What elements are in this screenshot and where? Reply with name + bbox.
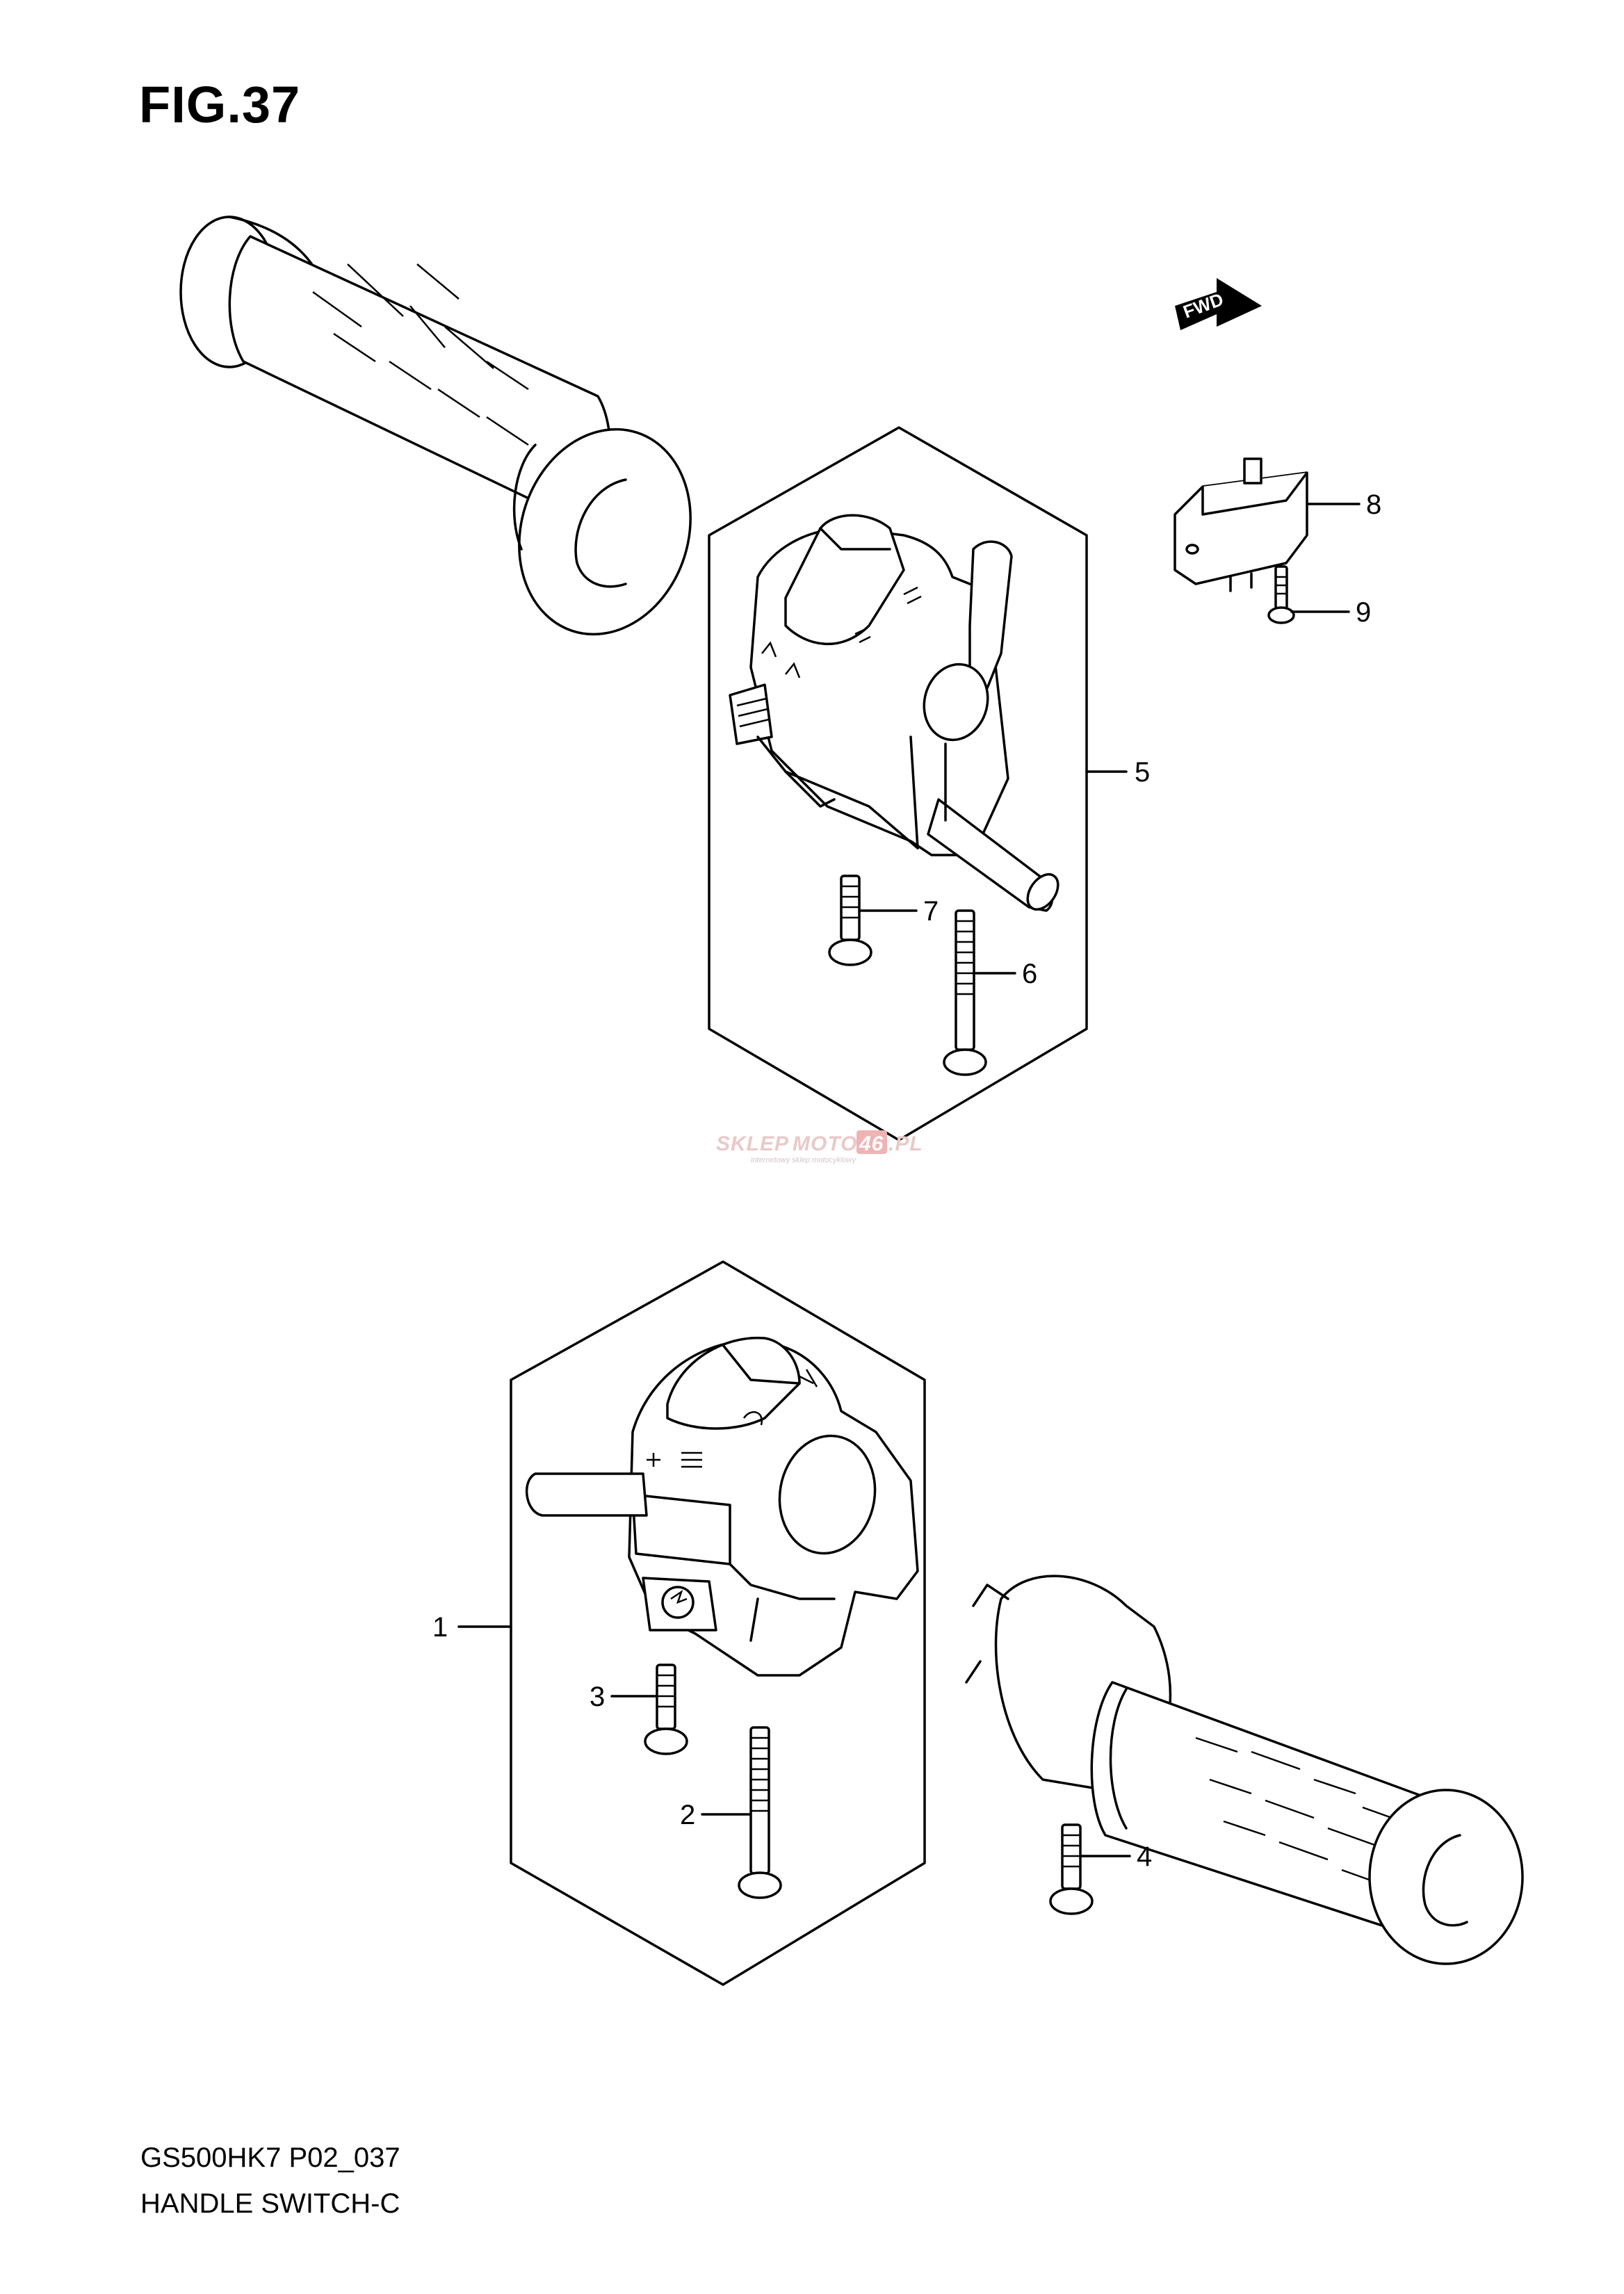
watermark-brand-prefix: SKLEP <box>716 1132 789 1155</box>
left-handle-switch[interactable] <box>525 1336 919 1677</box>
figure-title: FIG.37 <box>139 76 301 133</box>
left-handle-grip[interactable] <box>179 215 716 657</box>
callout-5: 5 <box>1135 757 1150 788</box>
watermark-brand-suffix: .PL <box>888 1132 923 1155</box>
screw-part-4[interactable] <box>1049 1823 1094 1915</box>
callout-2: 2 <box>680 1800 695 1830</box>
screw-part-7[interactable] <box>828 875 872 966</box>
screw-part-9[interactable] <box>1267 565 1295 624</box>
screw-part-2[interactable] <box>738 1726 782 1899</box>
callout-4: 4 <box>1137 1841 1152 1872</box>
callout-8: 8 <box>1366 489 1381 520</box>
shop-watermark: SKLEP MOTO 46 .PL internetowy sklep moto… <box>716 1130 923 1164</box>
callout-6: 6 <box>1022 959 1037 989</box>
callout-7: 7 <box>923 896 939 927</box>
screw-part-3[interactable] <box>644 1663 688 1755</box>
callout-3: 3 <box>590 1682 605 1712</box>
watermark-tagline: internetowy sklep motocyklowy <box>751 1156 857 1164</box>
right-handle-switch-group-frame <box>708 426 1088 1141</box>
screw-part-6[interactable] <box>943 909 987 1076</box>
callout-1: 1 <box>432 1612 448 1643</box>
figure-model-code: GS500HK7 P02_037 <box>140 2142 400 2173</box>
brake-light-switch-part-8[interactable] <box>1174 457 1308 592</box>
watermark-brand-mid: MOTO <box>793 1132 857 1155</box>
right-handle-switch[interactable] <box>729 514 1064 915</box>
right-throttle-grip[interactable] <box>965 1575 1524 1965</box>
figure-section-name: HANDLE SWITCH-C <box>140 2188 400 2219</box>
leader-lines <box>457 503 1361 1857</box>
left-handle-switch-group-frame <box>510 1260 926 1986</box>
watermark-brand-number: 46 <box>859 1132 884 1155</box>
callout-9: 9 <box>1356 597 1371 628</box>
callout-labels: 5 7 6 8 9 1 3 2 4 <box>432 489 1381 1872</box>
forward-direction-arrow: FWD <box>1175 278 1262 330</box>
